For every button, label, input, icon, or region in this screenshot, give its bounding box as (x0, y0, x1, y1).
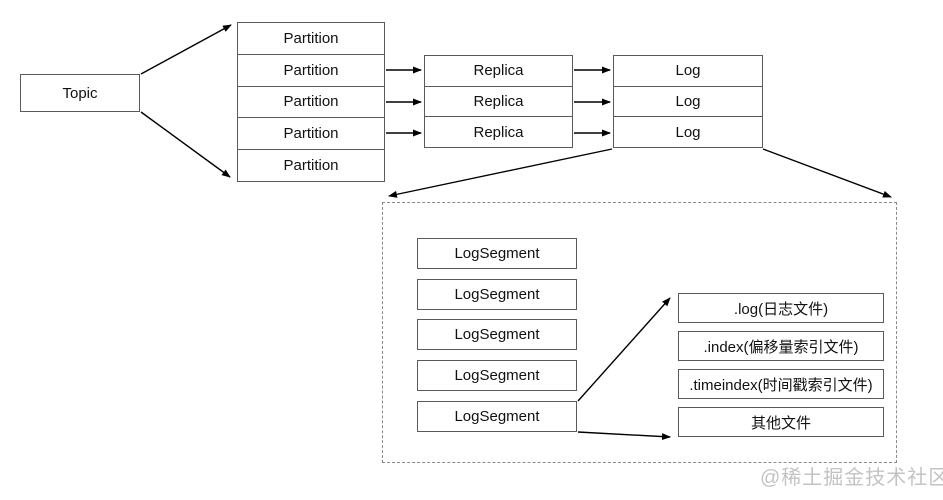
log-box: Log (614, 116, 762, 147)
arrow-topic-to-partition-bottom (140, 111, 231, 178)
partition-box: Partition (238, 53, 384, 86)
watermark: @稀土掘金技术社区 (760, 467, 943, 489)
other-files-box: 其他文件 (678, 407, 884, 437)
replica-box: Replica (425, 116, 572, 147)
timeindex-file-box: .timeindex(时间戳索引文件) (678, 369, 884, 399)
replica-box: Replica (425, 85, 572, 117)
partition-stack: Partition Partition Partition Partition … (237, 22, 385, 182)
arrow-log-to-dashedbox-right (762, 148, 892, 198)
replica-stack: Replica Replica Replica (424, 55, 573, 148)
log-segment-box: LogSegment (417, 238, 577, 269)
topic-box: Topic (20, 74, 140, 112)
log-segment-box: LogSegment (417, 360, 577, 391)
index-file-box: .index(偏移量索引文件) (678, 331, 884, 361)
log-file-box: .log(日志文件) (678, 293, 884, 323)
arrow-topic-to-partition-top (140, 24, 232, 75)
arrow-log-to-dashedbox-left (388, 148, 613, 198)
log-segment-box: LogSegment (417, 401, 577, 432)
log-box: Log (614, 85, 762, 117)
partition-box: Partition (238, 117, 384, 149)
log-stack: Log Log Log (613, 55, 763, 148)
partition-box: Partition (283, 29, 339, 47)
topic-label: Topic (62, 84, 98, 102)
partition-box: Partition (238, 149, 384, 181)
partition-box: Partition (238, 85, 384, 118)
log-detail-dashed-container (382, 202, 897, 463)
log-box: Log (675, 62, 701, 80)
replica-box: Replica (473, 62, 524, 80)
log-segment-box: LogSegment (417, 279, 577, 310)
log-segment-box: LogSegment (417, 319, 577, 350)
